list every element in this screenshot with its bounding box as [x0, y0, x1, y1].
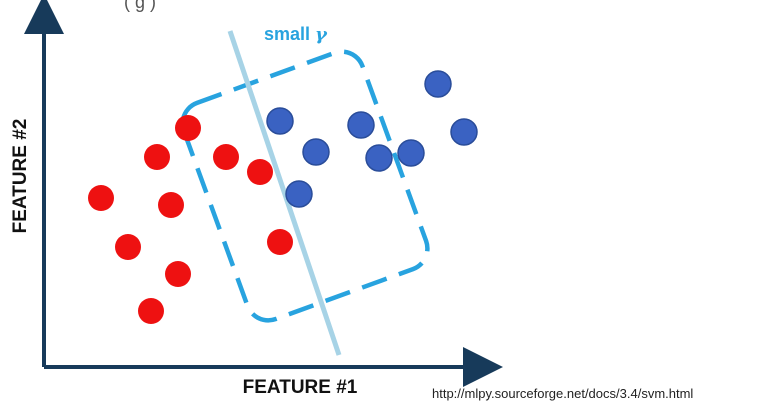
red-point [115, 234, 141, 260]
blue-point [347, 111, 375, 139]
blue-point [450, 118, 478, 146]
top-caption-fragment: ( g ) [124, 0, 156, 12]
red-point [213, 144, 239, 170]
small-gamma-text: small [264, 24, 315, 44]
red-point [247, 159, 273, 185]
red-point [175, 115, 201, 141]
red-point [165, 261, 191, 287]
small-gamma-label: small γ [264, 24, 328, 45]
blue-point [302, 138, 330, 166]
red-point [138, 298, 164, 324]
gamma-symbol: γ [315, 24, 328, 45]
red-class-points [88, 115, 293, 324]
x-axis-title: FEATURE #1 [243, 377, 358, 398]
source-url: http://mlpy.sourceforge.net/docs/3.4/svm… [432, 386, 694, 401]
blue-point [397, 139, 425, 167]
red-point [267, 229, 293, 255]
red-point [144, 144, 170, 170]
decision-boundary [227, 30, 342, 356]
y-axis-title: FEATURE #2 [10, 119, 31, 234]
blue-point [365, 144, 393, 172]
red-point [88, 185, 114, 211]
margin-region [180, 49, 430, 323]
blue-class-points [266, 70, 478, 208]
blue-point [285, 180, 313, 208]
blue-point [266, 107, 294, 135]
red-point [158, 192, 184, 218]
blue-point [424, 70, 452, 98]
